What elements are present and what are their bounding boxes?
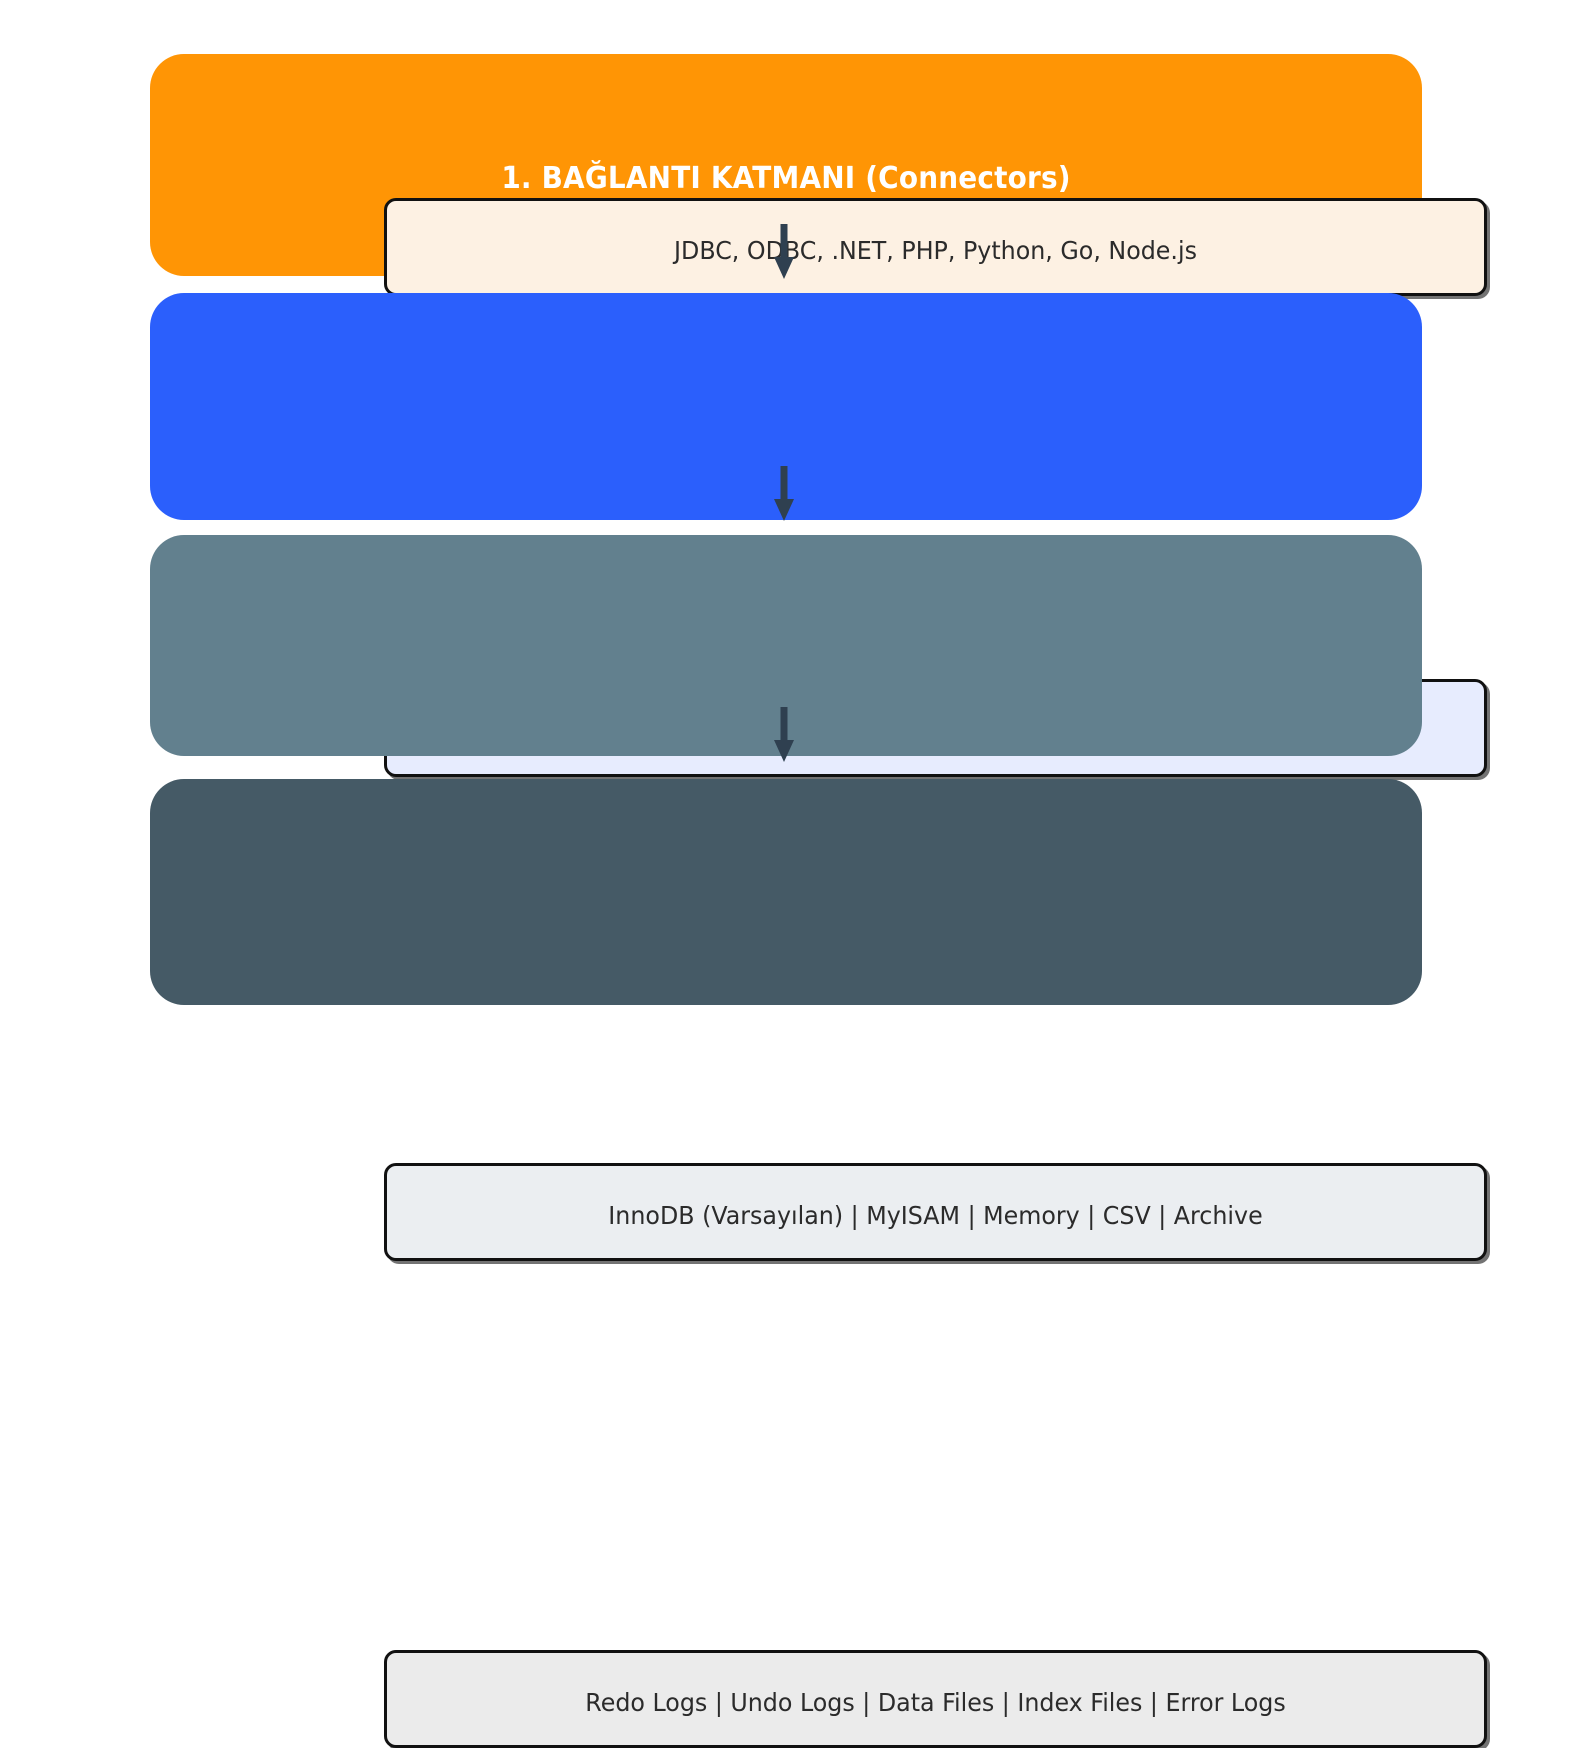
layer-items-box-connectors: JDBC, ODBC, .NET, PHP, Python, Go, Node.… bbox=[384, 198, 1487, 296]
layer-items-box-storage-engines: InnoDB (Varsayılan) | MyISAM | Memory | … bbox=[384, 1163, 1487, 1261]
layer-title-connectors: 1. BAĞLANTI KATMANI (Connectors) bbox=[501, 161, 1071, 196]
layer-items-box-file-system: Redo Logs | Undo Logs | Data Files | Ind… bbox=[384, 1650, 1487, 1748]
layer-title-file-system: 4. DOSYA SİSTEMİ (File System) bbox=[532, 1612, 1040, 1647]
arrow-down-icon-server-to-storage-engines bbox=[770, 466, 798, 522]
layer-title-storage-engines: 3. DEPOLAMA MOTORLARI (Pluggable Storage… bbox=[345, 1123, 1227, 1158]
layer-items-text-connectors: JDBC, ODBC, .NET, PHP, Python, Go, Node.… bbox=[674, 236, 1197, 265]
layer-band-file-system: 4. DOSYA SİSTEMİ (File System) Redo Logs… bbox=[150, 779, 1487, 1748]
layer-items-text-file-system: Redo Logs | Undo Logs | Data Files | Ind… bbox=[585, 1688, 1286, 1717]
mysql-architecture-diagram: 1. BAĞLANTI KATMANI (Connectors) JDBC, O… bbox=[150, 54, 1487, 1748]
layer-items-text-storage-engines: InnoDB (Varsayılan) | MyISAM | Memory | … bbox=[608, 1201, 1263, 1230]
arrow-down-icon-storage-engines-to-file-system bbox=[770, 707, 798, 763]
arrow-down-icon-connectors-to-server bbox=[770, 224, 798, 280]
